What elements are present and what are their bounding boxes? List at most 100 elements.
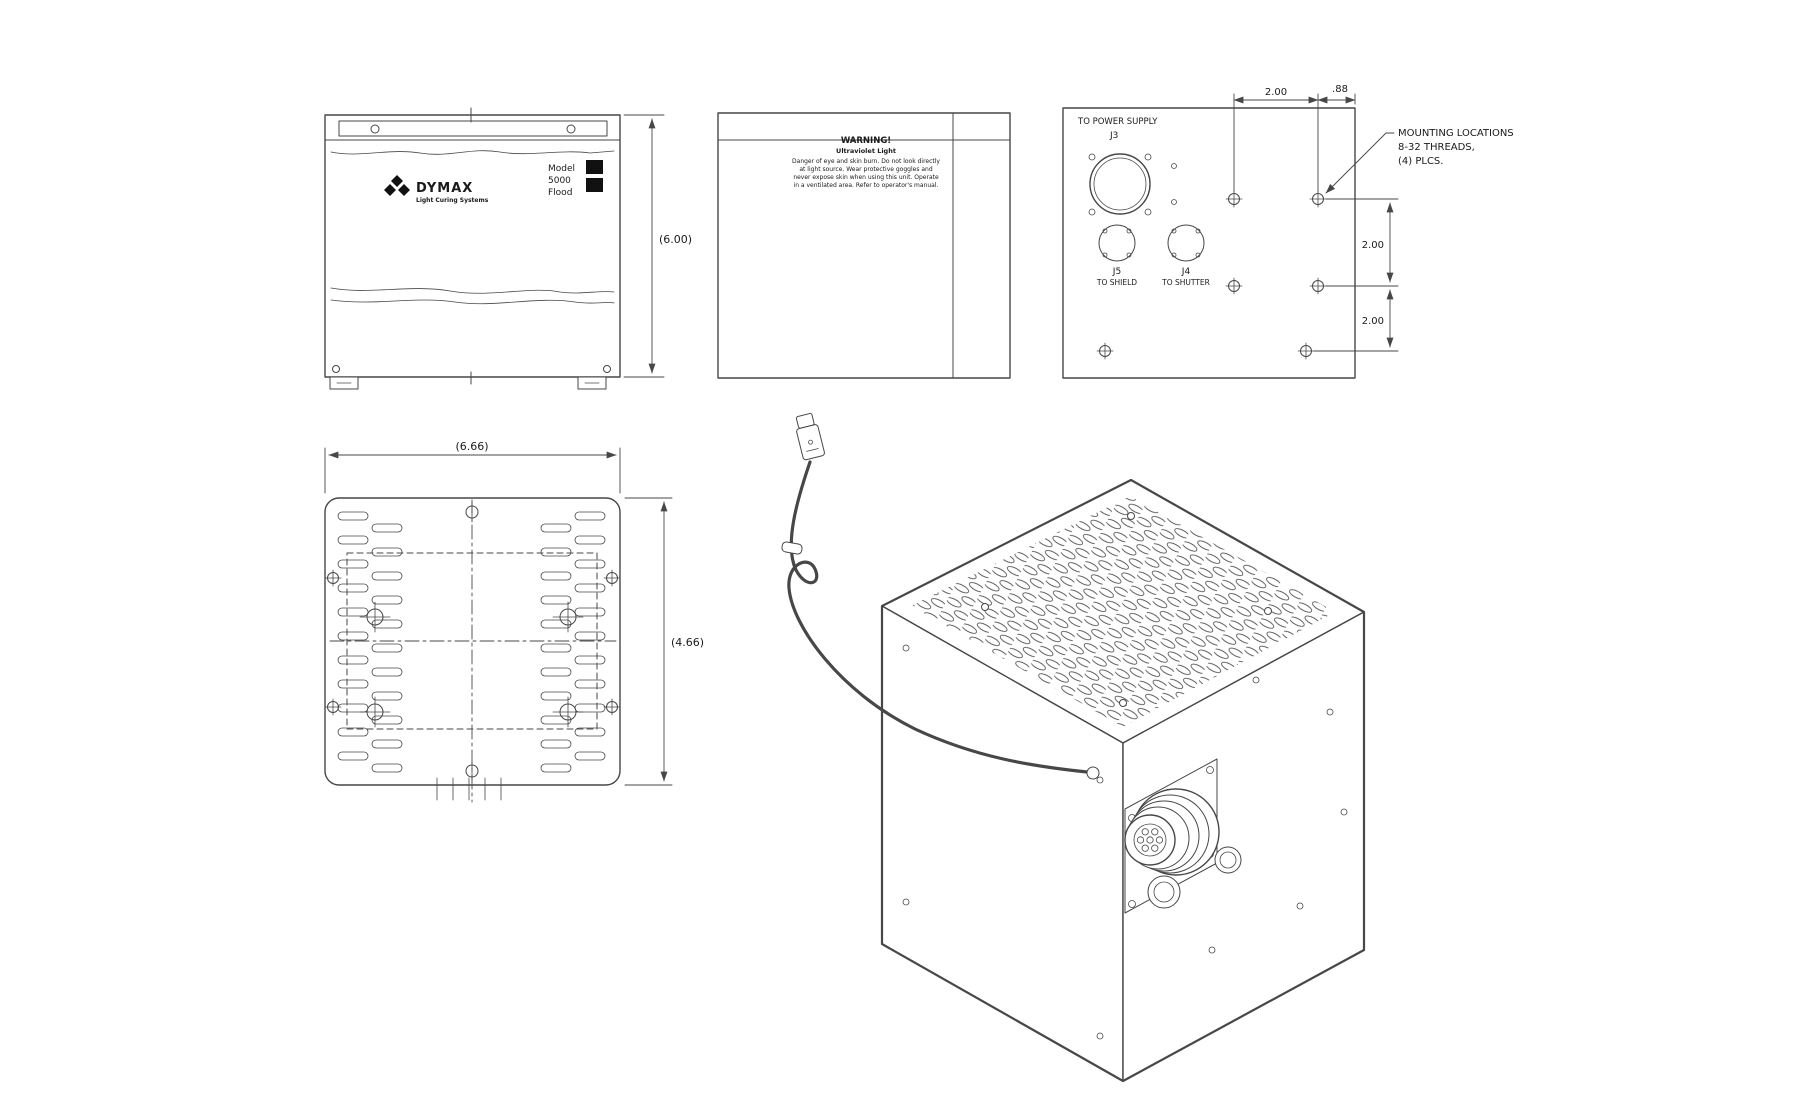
j3-label: J3 [1109,131,1118,141]
isometric-view [781,412,1366,1083]
model-label: Model 5000 Flood [548,160,603,198]
warning-label: WARNING! Ultraviolet Light Danger of eye… [792,136,940,189]
bottom-outline [324,497,621,786]
right-face-screw [1296,902,1304,910]
back-top-dimensions: 2.00 .88 [1233,84,1356,193]
warning-line-3: never expose skin when using this unit. … [793,174,939,181]
warning-subtitle: Ultraviolet Light [836,147,896,155]
model-line-3: Flood [548,188,572,198]
note-leader-line [1325,132,1395,194]
warning-line-4: in a ventilated area. Refer to operator'… [794,182,939,189]
logo-diamond-left [384,184,396,196]
plug-body [796,424,825,461]
model-line-2: 5000 [548,176,571,186]
flange-screw [1206,766,1214,774]
front-height-dimension: (6.00) [623,114,692,378]
j3-connector [1089,153,1151,215]
back-outline [1062,107,1356,379]
power-cord [781,412,1100,780]
j4-hole [1171,228,1177,234]
j4-hole [1195,252,1201,258]
plug-detail [808,439,813,445]
logo-diamond-top [391,175,403,187]
note-line-3: (4) PLCS. [1398,156,1443,167]
brand-subtitle: Light Curing Systems [416,197,489,204]
label-block-bottom [586,178,603,192]
sheetmetal-wave-mid2 [330,299,615,305]
connector-pin [1146,836,1154,844]
bottom-edge-ticks [436,777,502,801]
j4-hole [1171,252,1177,258]
cord-ferrule [781,541,803,555]
top-screw [1264,607,1272,615]
back-view: TO POWER SUPPLY J3 J5 TO SHIELD J4 TO SH… [1062,84,1514,379]
j3-hole [1144,208,1152,216]
dim-4-66: (4.66) [671,636,704,649]
right-face-screw [1252,676,1260,684]
j5-subtext: TO SHIELD [1096,278,1137,287]
power-connector-cluster [1124,758,1242,914]
right-face-screw [1208,946,1216,954]
front-view: DYMAX Light Curing Systems Model 5000 Fl… [324,107,692,390]
dim-0-88: .88 [1332,84,1348,95]
aux-connector-right [1214,846,1242,874]
corner-screw-right [603,365,611,373]
j5-connector [1098,224,1136,262]
right-face-screw [1340,808,1348,816]
j3-hole [1088,208,1096,216]
left-face-screw [1096,776,1104,784]
mounting-note: MOUNTING LOCATIONS 8-32 THREADS, (4) PLC… [1325,128,1514,194]
dim-6-00: (6.00) [659,233,692,246]
left-face-screw [1096,1032,1104,1040]
bottom-height-dimension: (4.66) [624,497,704,786]
note-line-2: 8-32 THREADS, [1398,142,1475,153]
sheetmetal-wave-mid1 [330,287,615,294]
j5-hole [1126,228,1132,234]
brand-text: DYMAX [416,181,473,196]
cord-grommet [1086,766,1100,780]
top-screw [1119,699,1127,707]
corner-screw-left [332,365,340,373]
front-outline [324,114,621,378]
model-line-1: Model [548,164,575,174]
lid-screw-left [370,124,380,134]
panel-hole [1171,163,1177,169]
panel-hole [1171,199,1177,205]
warning-line-1: Danger of eye and skin burn. Do not look… [792,158,940,165]
connector-pin [1151,844,1159,852]
connector-pin [1141,828,1149,836]
j5-text: J5 [1112,267,1121,277]
warning-title: WARNING! [841,136,891,146]
aux-connector-right-inner [1219,851,1237,869]
cord-plug [795,412,825,461]
side-view: WARNING! Ultraviolet Light Danger of eye… [717,112,1011,379]
top-screw [1127,512,1135,520]
connector-pin [1136,836,1145,844]
dymax-logo: DYMAX Light Curing Systems [384,175,489,204]
top-screw [981,603,989,611]
warning-line-2: at light source. Wear protective goggles… [799,166,932,173]
j4-connector [1167,224,1205,262]
aux-connector-lower [1147,875,1181,909]
left-face-screw [902,644,910,652]
flange-screw [1128,900,1136,908]
j3-connector-inner [1093,157,1147,211]
dim-2-00-right-upper: 2.00 [1362,240,1384,251]
logo-diamond-right [398,184,410,196]
lid-recess [338,120,608,137]
j4-hole [1195,228,1201,234]
iso-silhouette [880,478,1366,1083]
right-face-screw [1326,708,1334,716]
connector-face [1124,814,1176,866]
cord-path [787,460,1089,774]
aux-connector-lower-inner [1153,881,1175,903]
connector-pin [1141,844,1149,852]
connector-pin [1151,828,1159,836]
dim-6-66: (6.66) [455,440,488,453]
sheetmetal-wave-top [330,150,615,155]
j4-text: J4 [1181,267,1191,277]
left-face-screw [902,898,910,906]
j3-hole [1144,153,1152,161]
side-outline [717,112,1011,379]
